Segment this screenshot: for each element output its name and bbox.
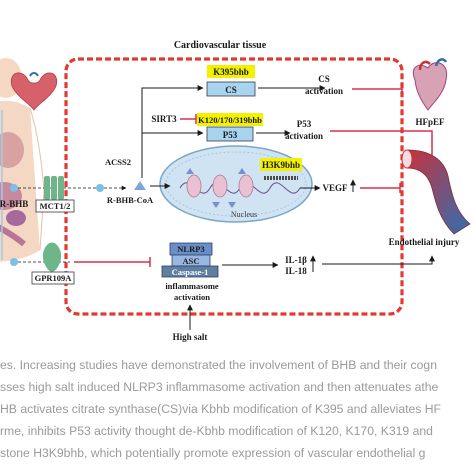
caspase-text: Caspase-1 — [172, 267, 209, 277]
mct-box — [35, 199, 75, 213]
il1b-label: IL-1β — [285, 255, 307, 265]
nlrp3-text: NLRP3 — [177, 244, 204, 254]
caption-line: es. Increasing studies have demonstrated… — [0, 358, 437, 372]
high-salt-label: High salt — [173, 332, 208, 342]
cs-text: CS — [225, 85, 237, 95]
tissue-title: Cardiovascular tissue — [174, 40, 267, 51]
caption-line: stone H3K9bhb, which potentially promote… — [0, 446, 426, 460]
k120-label — [197, 113, 263, 126]
k120-text: K120/170/319bhb — [198, 115, 262, 125]
hfpef-label: HFpEF — [415, 117, 445, 127]
gpr109a-receptor-icon — [42, 242, 62, 272]
mct-label: MCT1/2 — [40, 201, 71, 211]
gpr-inhibits-inflammasome — [74, 257, 151, 267]
k395-label — [207, 65, 255, 78]
vegf-label: VEGF — [322, 183, 348, 193]
sirt3-label: SIRT3 — [151, 114, 177, 124]
p53-activation-2: activation — [285, 131, 323, 141]
asc-text: ASC — [182, 256, 199, 266]
p53-box — [206, 126, 254, 142]
inflammasome-1: inflammasome — [165, 281, 219, 291]
hfpef-heart-icon — [412, 58, 448, 111]
cs-activation-1: CS — [318, 74, 330, 84]
k395-text: K395bhb — [213, 67, 249, 77]
caption-line: HB activates citrate synthase(CS)via Kbh… — [0, 402, 441, 416]
coa-triangle — [134, 181, 146, 190]
rbhb-label: R-BHB — [0, 199, 28, 209]
caption-line: rme, inhibits P53 activity thought de-Kb… — [0, 424, 433, 438]
gpr-outside-dot — [10, 258, 18, 266]
figure-caption: es. Increasing studies have demonstrated… — [0, 346, 474, 474]
il18-label: IL-18 — [285, 266, 307, 276]
nucleosome-icon — [179, 168, 301, 208]
caption-line: sses high salt induced NLRP3 inflammasom… — [0, 380, 439, 394]
nucleus-label: Nucleus — [231, 210, 257, 219]
rbhb-outside-dot — [10, 184, 18, 192]
acss2-label: ACSS2 — [105, 157, 131, 167]
p53-text: P53 — [223, 130, 238, 140]
sirt3-inhibition — [180, 114, 197, 124]
il-to-endothelial-arrow — [322, 255, 435, 265]
caspase-box — [161, 265, 219, 278]
gpr109a-box — [31, 271, 75, 285]
coa-to-cs-arrow — [141, 85, 204, 178]
cardiovascular-tissue-border — [64, 57, 404, 316]
heart-icon — [10, 72, 58, 111]
gpr109a-label: GPR109A — [35, 273, 73, 283]
inflammasome-2: activation — [174, 292, 210, 302]
mct-receptor-icon — [44, 176, 64, 200]
blood-vessel-icon — [401, 149, 471, 235]
h3k9-label — [260, 158, 302, 171]
rbhb-coa-label: R-BHB-CoA — [107, 195, 154, 205]
h3k9-text: H3K9bhb — [262, 160, 300, 170]
p53-activation-1: P53 — [297, 119, 312, 129]
cs-activation-2: activation — [305, 86, 343, 96]
cs-inhibits-hfpef — [352, 84, 403, 94]
endothelial-label: Endothelial injury — [389, 237, 460, 247]
cs-box — [206, 81, 256, 97]
rbhb-inside-dot — [96, 184, 104, 192]
vegf-inhibits-endothelial — [360, 183, 401, 193]
human-body-icon — [0, 58, 45, 262]
